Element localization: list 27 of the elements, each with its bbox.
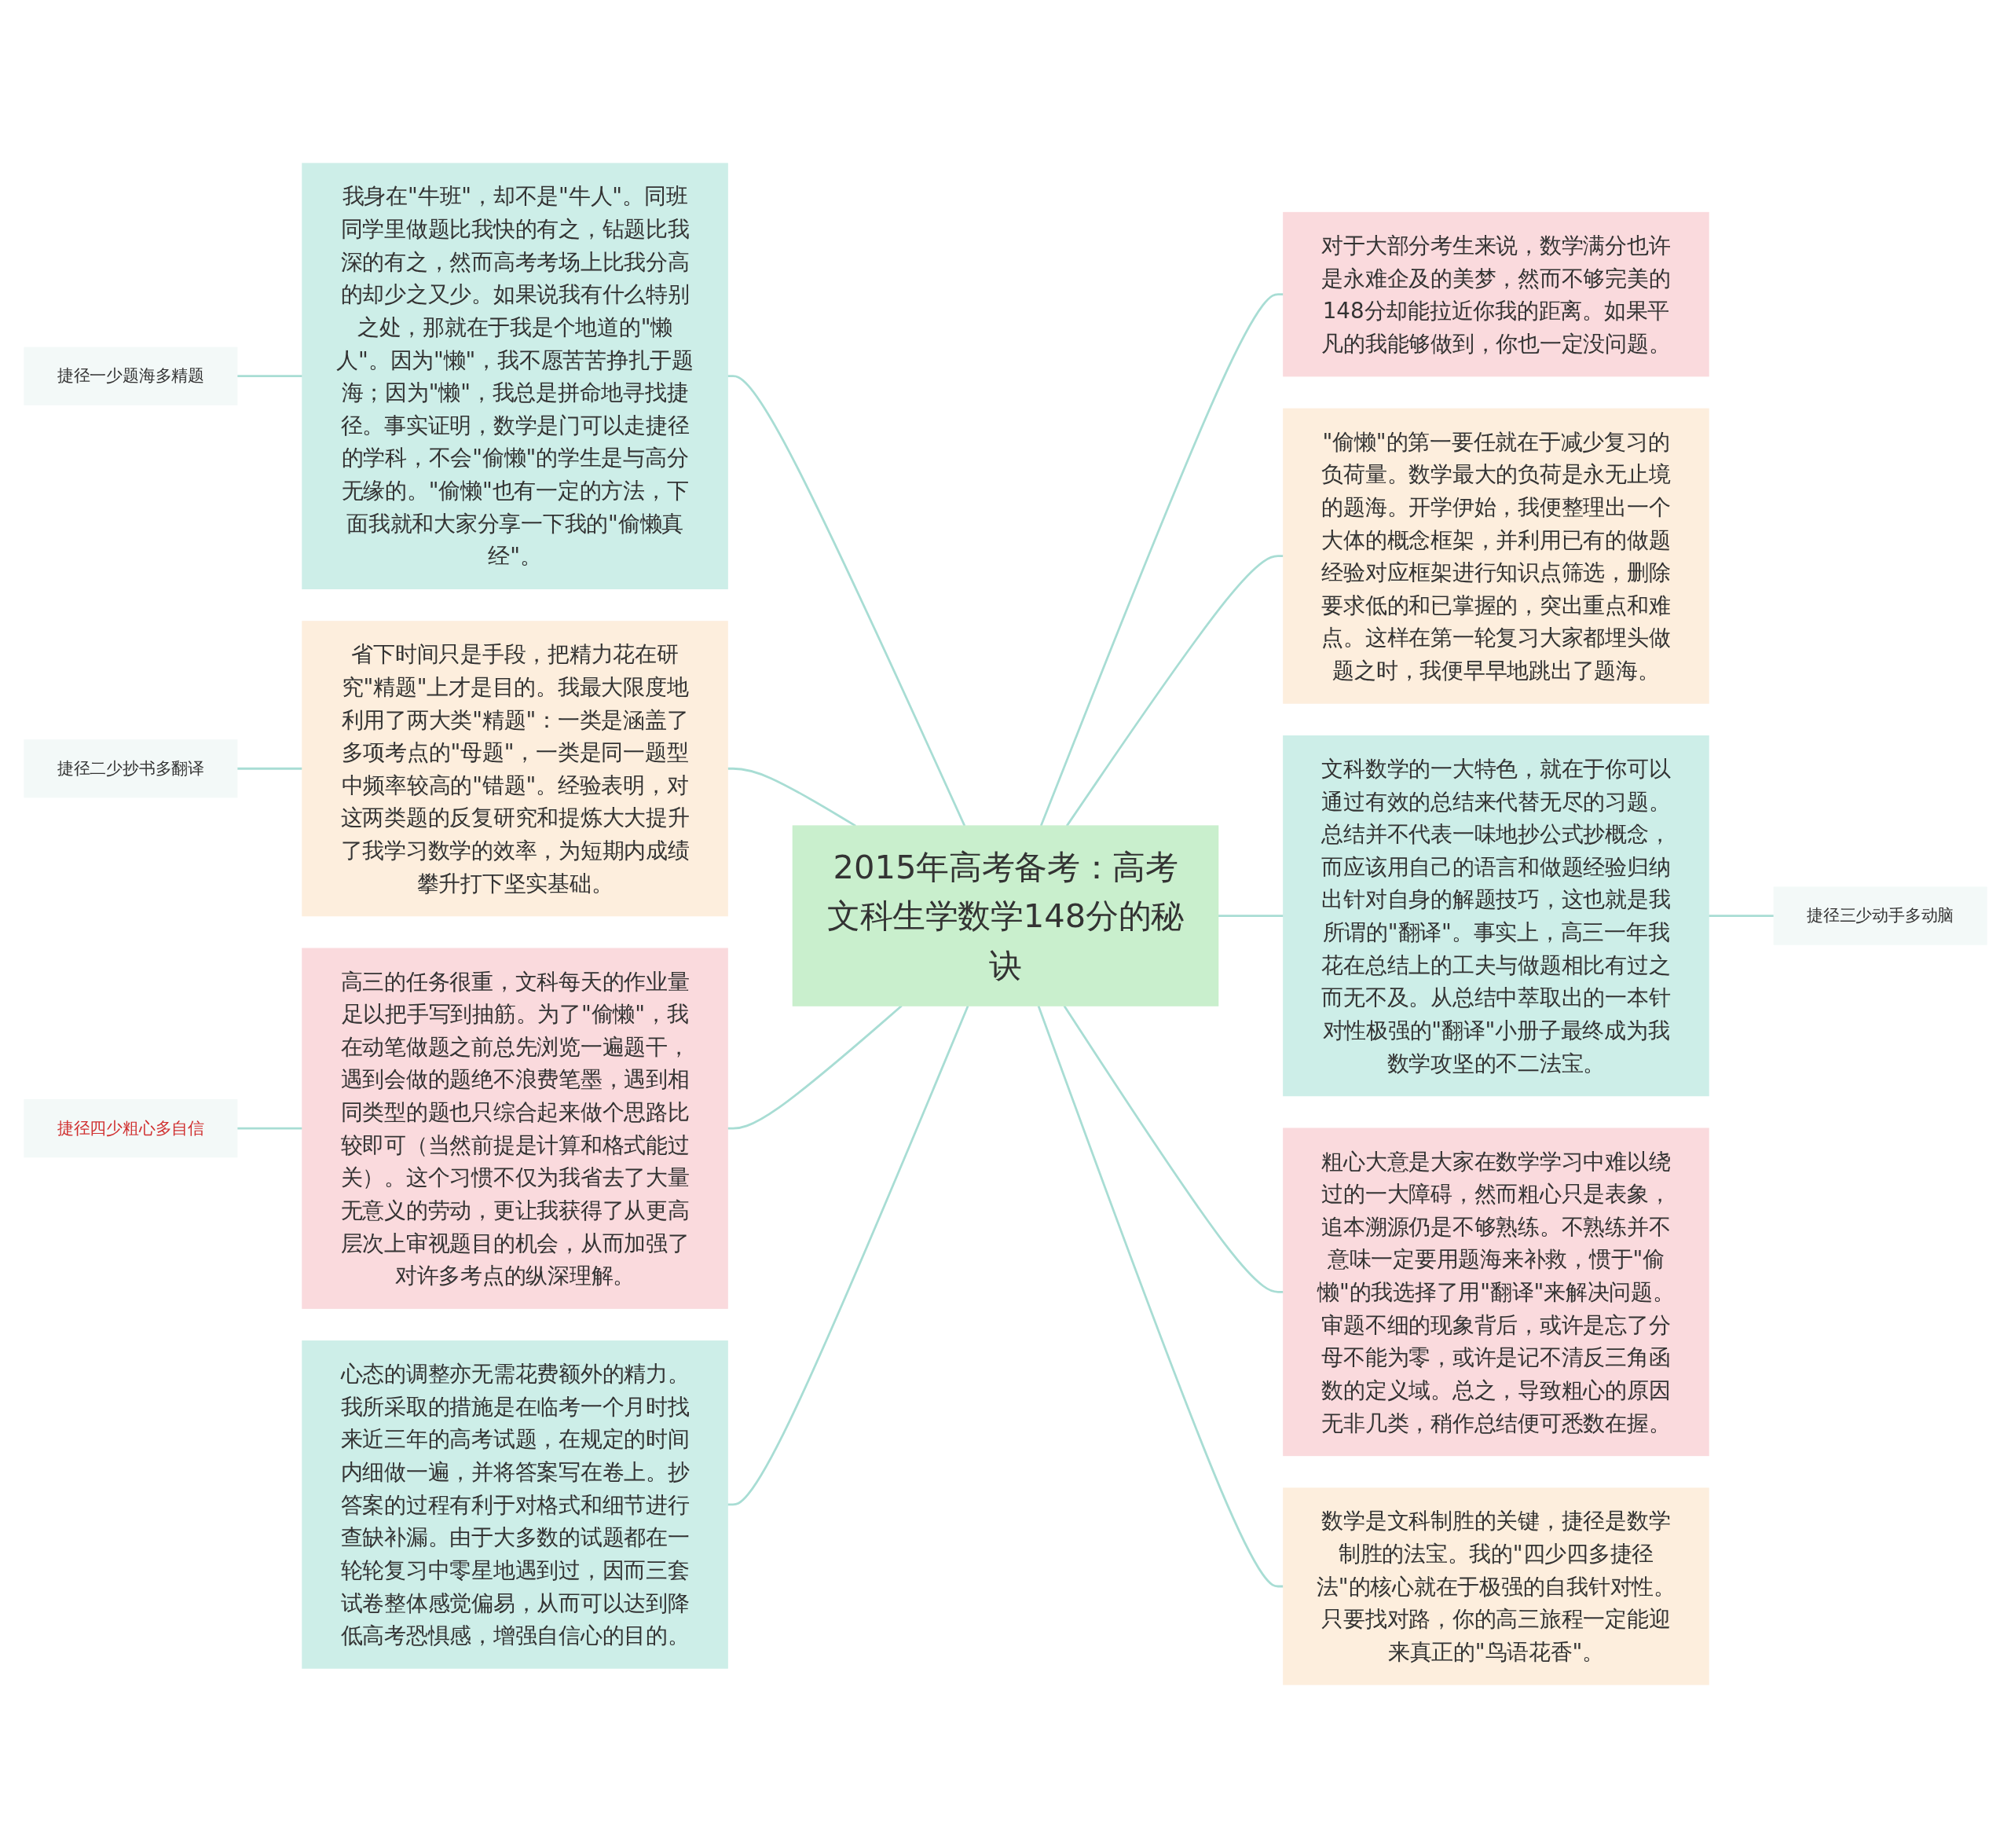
connector <box>727 1005 903 1130</box>
node-box <box>1283 408 1709 704</box>
node-box <box>1283 735 1709 1097</box>
node-box <box>1283 1128 1709 1457</box>
connector <box>727 1005 969 1506</box>
node-box <box>302 163 728 589</box>
connector <box>236 767 302 770</box>
node-box <box>24 739 238 798</box>
node-box <box>1283 211 1709 377</box>
node-box <box>302 948 728 1309</box>
node-box <box>1773 886 1987 945</box>
node-box <box>24 346 238 405</box>
connector <box>236 375 302 378</box>
connector <box>1065 555 1284 827</box>
connector <box>1063 1005 1284 1293</box>
connector <box>1709 915 1775 917</box>
connector <box>1037 1005 1284 1588</box>
connector <box>236 1127 302 1130</box>
connector <box>727 767 856 827</box>
node-box <box>1283 1487 1709 1685</box>
node-box <box>302 1340 728 1669</box>
connector <box>727 375 966 827</box>
node-box <box>792 825 1219 1006</box>
node-box <box>302 621 728 917</box>
connector <box>1039 293 1284 827</box>
node-box <box>24 1099 238 1158</box>
connector <box>1218 915 1284 917</box>
